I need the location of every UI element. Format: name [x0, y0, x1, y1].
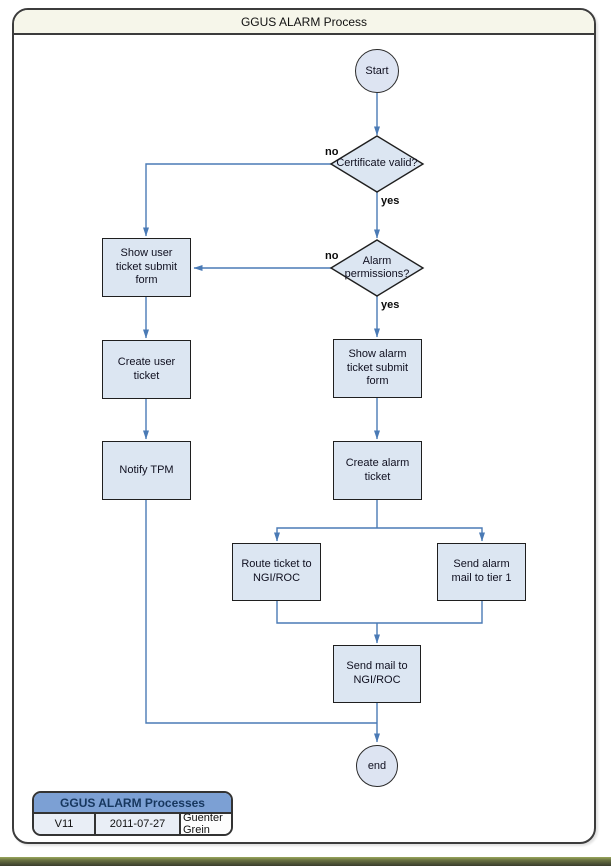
flow-node-create-alarm-ticket: Create alarm ticket	[333, 441, 422, 500]
node-label: Route ticket to NGI/ROC	[241, 558, 312, 584]
edge-label-certificate-yes: yes	[381, 195, 400, 207]
flow-node-start: Start	[355, 49, 399, 93]
flow-node-end-label: end	[367, 760, 387, 772]
date-cell: 2011-07-27	[96, 814, 181, 834]
flow-node-notify-tpm: Notify TPM	[102, 441, 191, 500]
author-cell: Guenter Grein	[181, 812, 231, 834]
node-label: Notify TPM	[119, 463, 174, 476]
edge-label-permissions-yes: yes	[381, 299, 400, 311]
node-label: Show alarm ticket submit form	[346, 347, 409, 388]
flow-node-show-alarm-ticket-form: Show alarm ticket submit form	[333, 339, 422, 398]
version-table-title: GGUS ALARM Processes	[34, 793, 231, 814]
version-cell: V11	[34, 814, 96, 834]
flowchart-title-bar: GGUS ALARM Process	[14, 10, 594, 35]
flow-node-send-alarm-mail-tier1: Send alarm mail to tier 1	[437, 543, 526, 601]
node-label: Send alarm mail to tier 1	[451, 558, 512, 584]
version-table-row: V11 2011-07-27 Guenter Grein	[34, 812, 231, 834]
node-label: Create alarm ticket	[345, 456, 410, 483]
desktop-edge-strip	[0, 857, 611, 866]
node-label: Send mail to NGI/ROC	[346, 660, 408, 686]
edge-label-certificate-no: no	[325, 146, 339, 158]
edge-label-permissions-no: no	[325, 250, 339, 262]
flow-node-end: end	[356, 745, 398, 787]
flow-node-show-user-ticket-form: Show user ticket submit form	[102, 238, 191, 297]
page-title: GGUS ALARM Process	[240, 14, 368, 29]
flowchart-frame: GGUS ALARM Process	[12, 8, 596, 844]
node-label: Create user ticket	[117, 355, 176, 382]
flow-node-start-label: Start	[365, 65, 389, 77]
flow-node-route-ticket-ngi-roc: Route ticket to NGI/ROC	[232, 543, 321, 601]
node-label: Show user ticket submit form	[115, 246, 178, 287]
flow-node-send-mail-ngi-roc: Send mail to NGI/ROC	[333, 645, 421, 703]
version-table: GGUS ALARM Processes V11 2011-07-27 Guen…	[32, 791, 233, 836]
flow-node-create-user-ticket: Create user ticket	[102, 340, 191, 399]
